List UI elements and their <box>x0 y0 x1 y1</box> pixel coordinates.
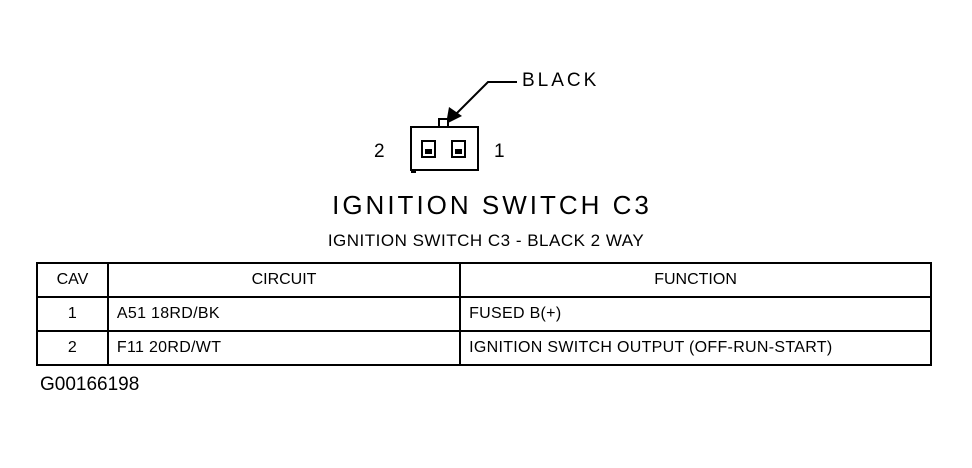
table-row: 2 F11 20RD/WT IGNITION SWITCH OUTPUT (OF… <box>36 330 932 366</box>
figure-id: G00166198 <box>40 374 140 395</box>
connector-title: IGNITION SWITCH C3 <box>332 190 652 220</box>
header-function: FUNCTION <box>459 262 932 298</box>
cell-function: FUSED B(+) <box>459 296 932 332</box>
cavity-2 <box>421 140 436 158</box>
table-header-row: CAV CIRCUIT FUNCTION <box>36 262 932 298</box>
pinout-table: CAV CIRCUIT FUNCTION 1 A51 18RD/BK FUSED… <box>36 262 932 366</box>
table-row: 1 A51 18RD/BK FUSED B(+) <box>36 296 932 332</box>
header-cav: CAV <box>36 262 109 298</box>
callout-arrowhead <box>446 107 462 124</box>
cell-circuit: A51 18RD/BK <box>106 296 462 332</box>
cavity-1 <box>451 140 466 158</box>
cell-function: IGNITION SWITCH OUTPUT (OFF-RUN-START) <box>459 330 932 366</box>
pin-number-right: 1 <box>494 141 505 162</box>
cell-cav: 1 <box>36 296 109 332</box>
connector-color-label: BLACK <box>522 70 600 91</box>
cell-circuit: F11 20RD/WT <box>106 330 462 366</box>
connector-latch <box>438 118 449 128</box>
header-circuit: CIRCUIT <box>106 262 462 298</box>
pinout-table-title: IGNITION SWITCH C3 - BLACK 2 WAY <box>327 231 645 250</box>
cell-cav: 2 <box>36 330 109 366</box>
pin-number-left: 2 <box>374 141 385 162</box>
callout-leader-line <box>454 81 517 116</box>
